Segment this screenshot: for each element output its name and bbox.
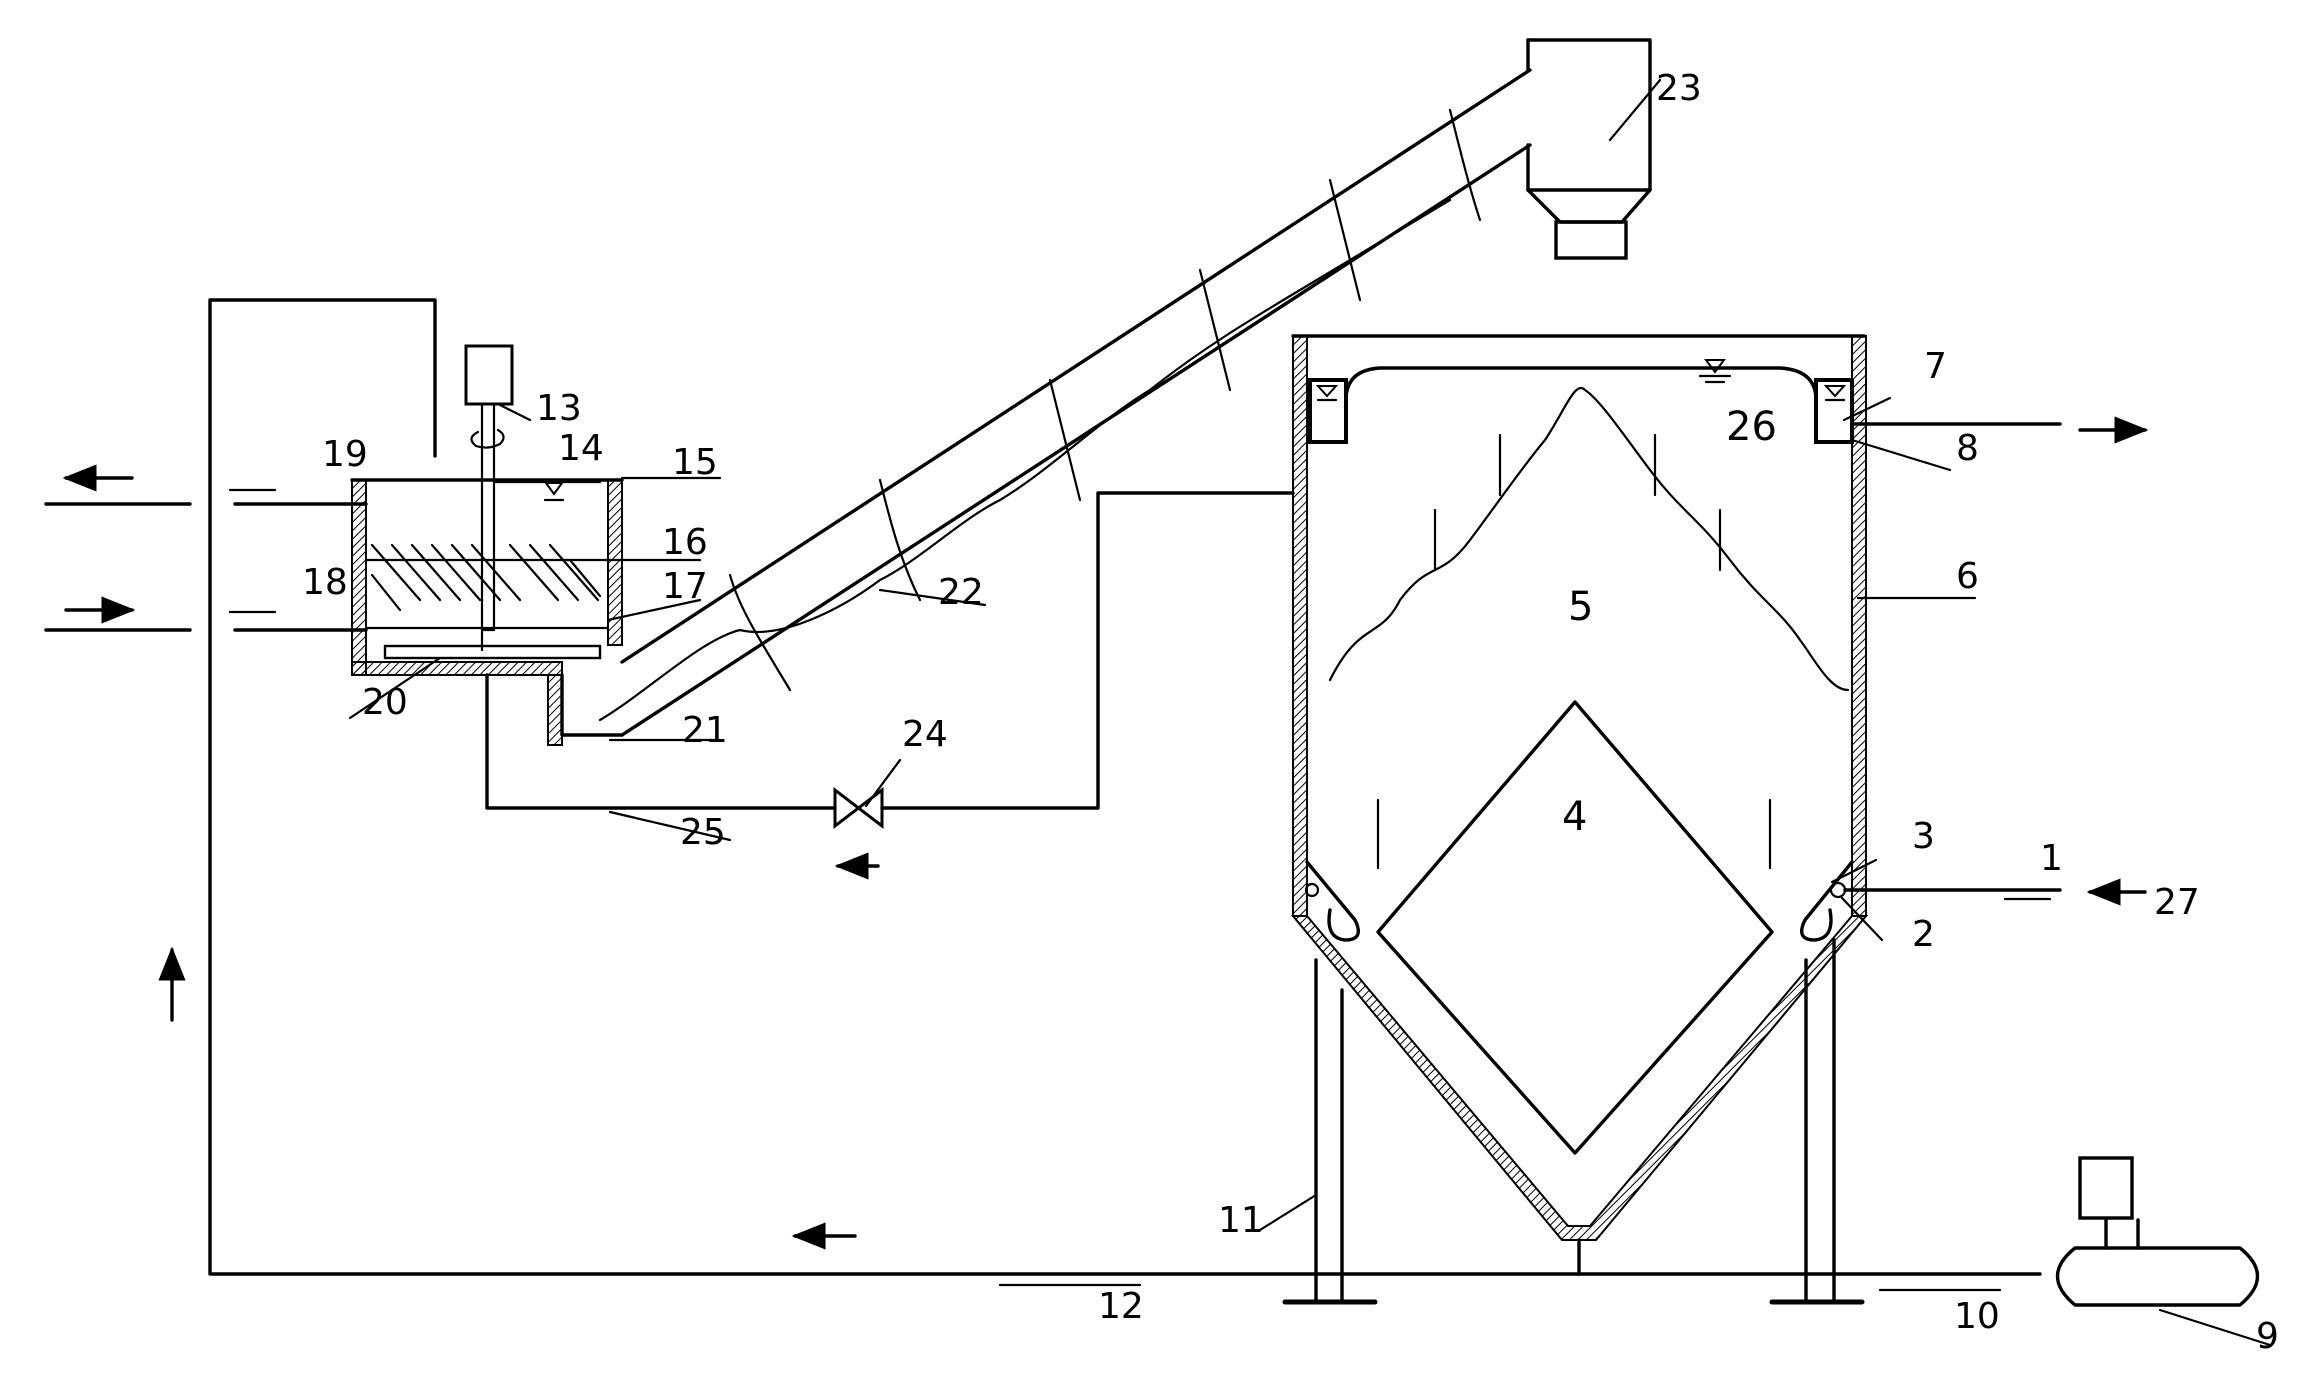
label-21: 21 (682, 710, 728, 751)
packing-block (1376, 700, 1774, 1155)
label-11: 11 (1218, 1200, 1264, 1241)
air-line (158, 298, 2042, 1276)
water-level-marker-top (1698, 359, 1732, 384)
label-3: 3 (1912, 816, 1935, 857)
label-14: 14 (558, 428, 604, 469)
label-19: 19 (322, 434, 368, 475)
feed-hopper (1526, 38, 1652, 260)
label-23: 23 (1656, 68, 1702, 109)
label-9: 9 (2256, 1316, 2279, 1357)
label-17: 17 (662, 566, 708, 607)
label-15: 15 (672, 442, 718, 483)
label-2: 2 (1912, 914, 1935, 955)
return-pipe (485, 491, 1295, 880)
overflow-trough-left (1308, 366, 1818, 444)
blower (2056, 1156, 2259, 1307)
support-legs (1282, 938, 1865, 1305)
baffle-lines (1433, 433, 1722, 572)
label-16: 16 (662, 522, 708, 563)
label-25: 25 (680, 812, 726, 853)
leader-lines (228, 78, 2272, 1347)
label-26: 26 (1726, 404, 1777, 450)
lower-baffles (1304, 798, 1854, 942)
number-labels: 1 2 3 4 5 6 7 8 9 10 11 12 13 14 15 16 1… (302, 68, 2279, 1357)
label-12: 12 (1098, 1286, 1144, 1327)
label-1: 1 (2040, 838, 2063, 879)
mixing-tank (350, 344, 624, 746)
label-22: 22 (938, 572, 984, 613)
label-27: 27 (2154, 882, 2200, 923)
label-5: 5 (1568, 584, 1593, 630)
sludge-blanket-curve (1328, 387, 1850, 692)
label-20: 20 (362, 682, 408, 723)
overflow-trough-right (1814, 378, 1854, 444)
screw-conveyor (598, 68, 1532, 737)
label-8: 8 (1956, 428, 1979, 469)
label-6: 6 (1956, 556, 1979, 597)
label-13: 13 (536, 388, 582, 429)
label-24: 24 (902, 714, 948, 755)
label-7: 7 (1924, 346, 1947, 387)
media-layer (364, 543, 610, 630)
reactor-vessel (1290, 334, 1869, 1276)
label-4: 4 (1562, 794, 1587, 840)
label-18: 18 (302, 562, 348, 603)
label-10: 10 (1954, 1296, 2000, 1337)
